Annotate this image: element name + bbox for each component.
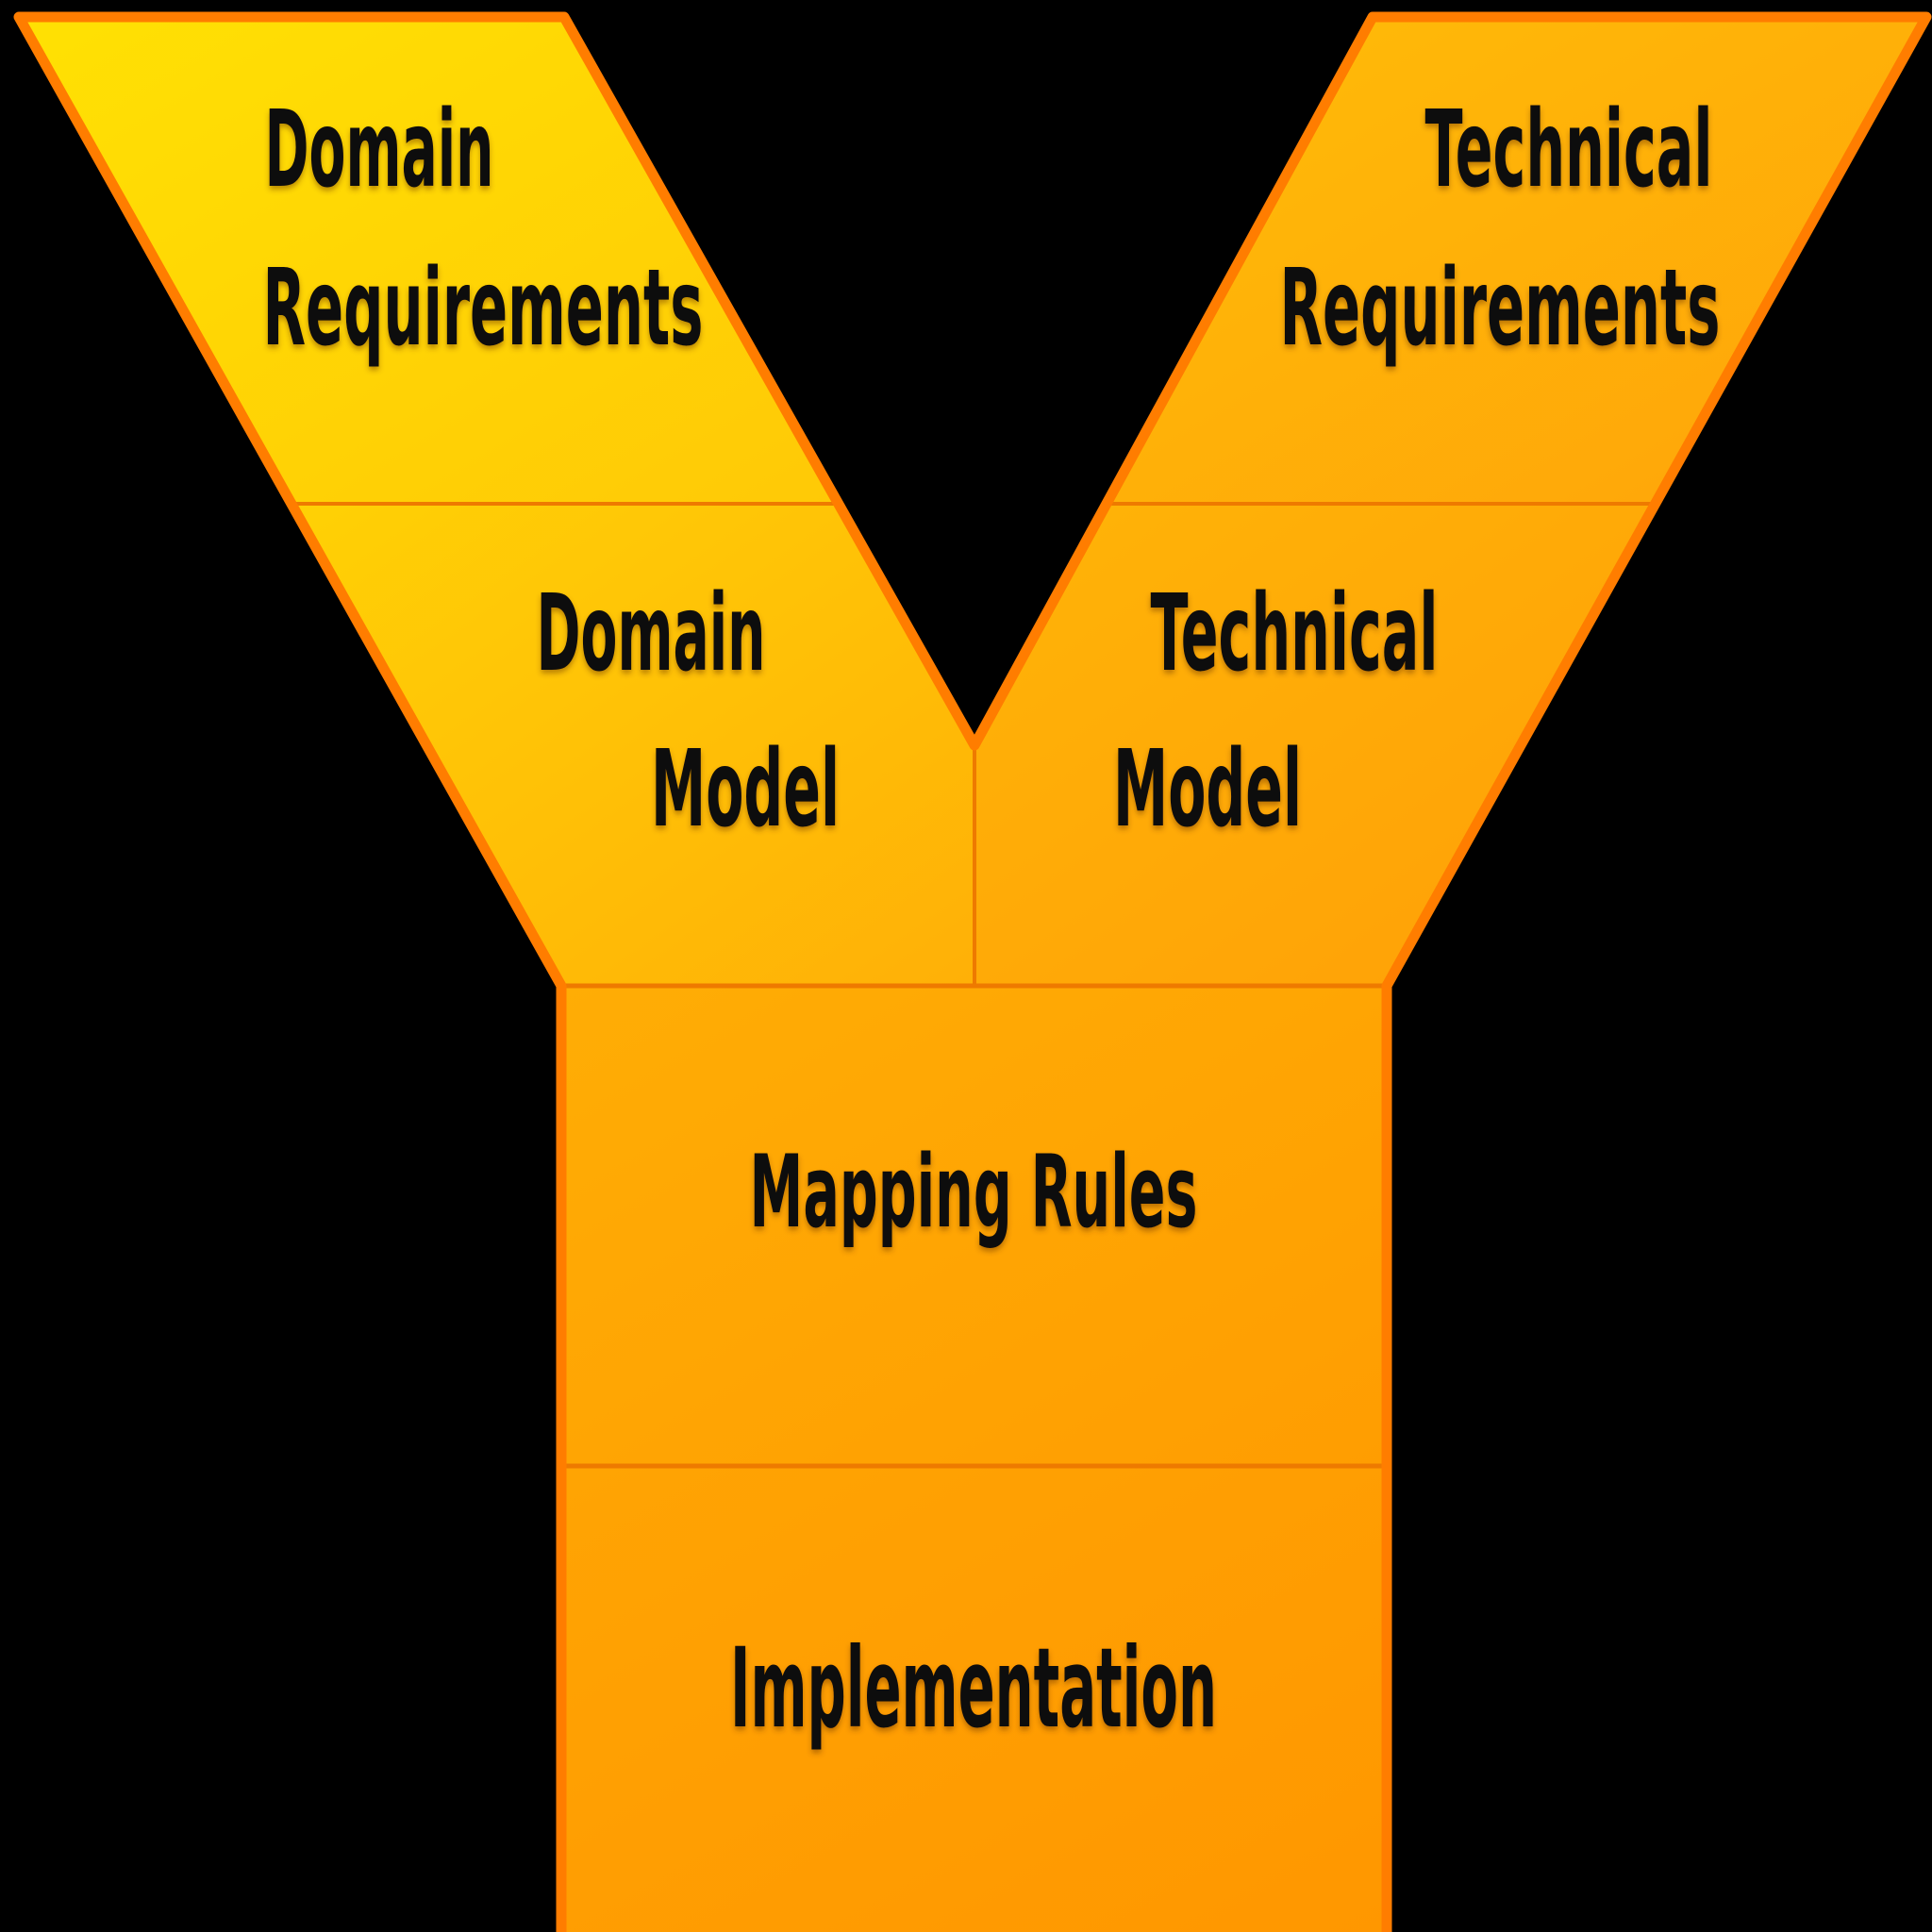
label-mapping-rules: Mapping Rules [750,1134,1198,1250]
label-domain-model-line2: Model [651,728,840,851]
section-implementation [561,1466,1387,1932]
section-domain-model [291,504,974,986]
label-implementation: Implementation [730,1624,1217,1753]
y-shape-border [13,11,1932,1932]
label-domain-requirements-line1: Domain [265,89,494,211]
section-mapping-rules [561,986,1387,1466]
label-technical-model-line2: Model [1113,728,1302,851]
label-domain-requirements-line2: Requirements [263,247,704,370]
section-technical-model [974,504,1657,986]
label-technical-requirements-line2: Requirements [1280,247,1721,370]
label-domain-model-line1: Domain [537,573,766,695]
label-technical-requirements-line1: Technical [1425,89,1713,211]
label-technical-model-line1: Technical [1151,573,1439,695]
